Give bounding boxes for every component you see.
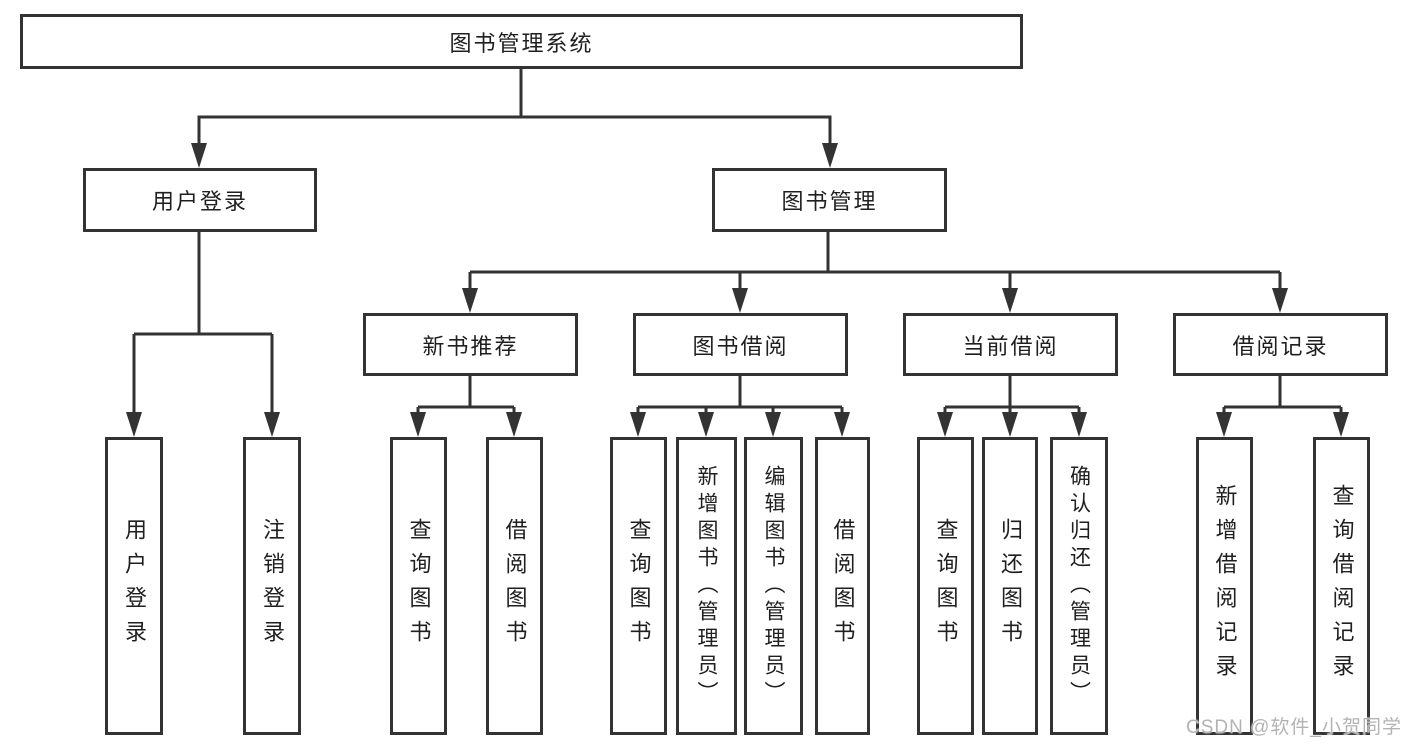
arrowhead [1002,288,1018,313]
arrowhead [937,412,953,437]
arrowhead [1071,412,1087,437]
leaf-borrow-borrow-books: 借阅图书 [815,437,870,735]
watermark-text: CSDN @软件_小贺同学 [1186,717,1402,738]
leaf-logout: 注销登录 [243,437,301,735]
arrowhead [191,143,207,168]
arrowhead [765,412,781,437]
leaf-records-query-record: 查询借阅记录 [1313,437,1370,735]
leaf-current-query-books: 查询图书 [917,437,974,735]
node-borrow-records: 借阅记录 [1173,313,1388,376]
leaf-recommend-query-books: 查询图书 [390,437,447,735]
arrowhead [822,143,838,168]
leaf-user-login: 用户登录 [105,437,163,735]
arrowhead [264,412,280,437]
leaf-borrow-edit-books-admin: 编辑图书（管理员） [744,437,803,735]
node-user-login: 用户登录 [83,168,317,232]
arrowhead [732,288,748,313]
arrowhead [462,288,478,313]
leaf-current-return-books: 归还图书 [982,437,1038,735]
arrowhead [1272,288,1288,313]
arrowhead [410,412,426,437]
arrowhead [1333,412,1349,437]
arrowhead [698,412,714,437]
arrowhead [126,412,142,437]
leaf-borrow-add-books-admin: 新增图书（管理员） [676,437,737,735]
leaf-borrow-query-books: 查询图书 [610,437,667,735]
node-book-management: 图书管理 [712,168,947,232]
arrowhead [834,412,850,437]
node-new-book-recommend: 新书推荐 [363,313,578,376]
leaf-recommend-borrow-books: 借阅图书 [486,437,543,735]
arrowhead [630,412,646,437]
arrowhead [1002,412,1018,437]
node-book-borrow: 图书借阅 [633,313,848,376]
leaf-current-confirm-return-admin: 确认归还（管理员） [1050,437,1108,735]
arrowhead [506,412,522,437]
node-current-borrow: 当前借阅 [903,313,1118,376]
arrowhead [1216,412,1232,437]
node-library-system: 图书管理系统 [20,14,1023,69]
leaf-records-add-record: 新增借阅记录 [1196,437,1253,735]
